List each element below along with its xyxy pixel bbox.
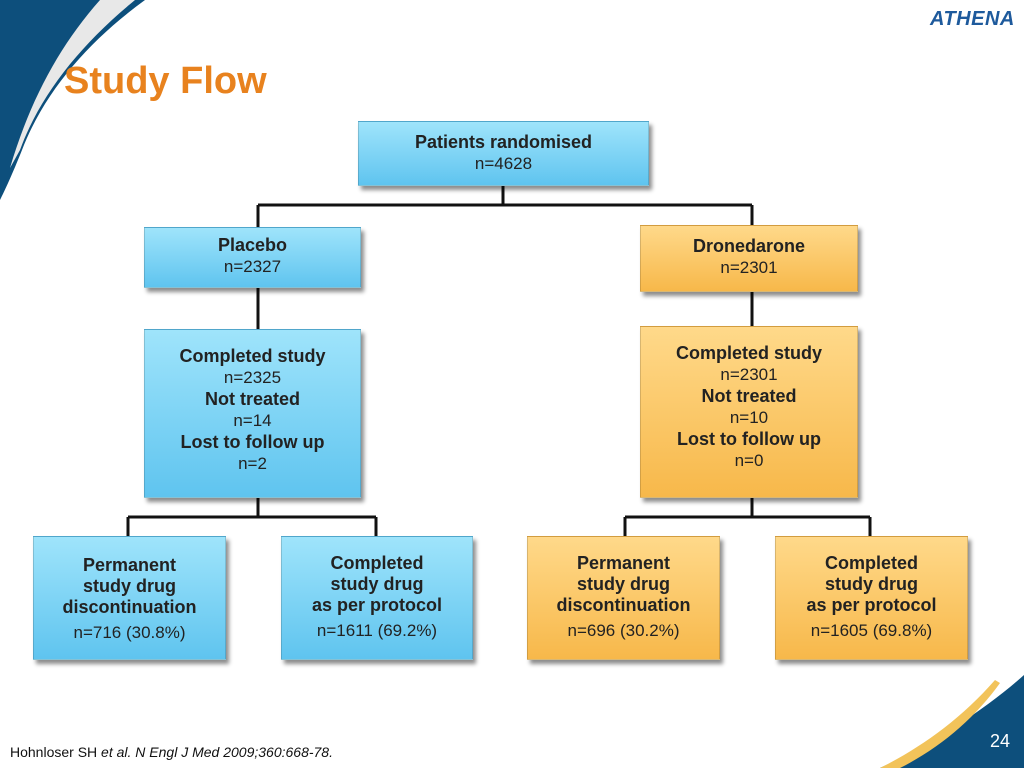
placebo-lost-label: Lost to follow up	[180, 432, 325, 452]
slide-title: Study Flow	[64, 60, 267, 102]
bottom-right-swoosh	[880, 675, 1024, 768]
placebo-arm-count: n=2327	[223, 257, 282, 276]
placebo-not-treated-label: Not treated	[204, 389, 300, 409]
dronedarone-discontinuation-line2: study drug	[577, 574, 670, 594]
dronedarone-not-treated-label: Not treated	[701, 386, 797, 406]
placebo-lost-count: n=2	[238, 454, 267, 473]
page-number: 24	[990, 731, 1011, 751]
athena-logo: ATHENA	[930, 8, 1015, 30]
placebo-arm-label: Placebo	[217, 235, 288, 255]
placebo-completed-study-count: n=2325	[223, 368, 282, 387]
dronedarone-discontinuation-count: n=696 (30.2%)	[567, 621, 680, 640]
dronedarone-completed-drug-count: n=1605 (69.8%)	[810, 621, 933, 640]
dronedarone-completed-drug-line2: study drug	[825, 574, 918, 594]
placebo-status-box: Completed study n=2325 Not treated n=14 …	[144, 329, 361, 498]
placebo-discontinuation-count: n=716 (30.8%)	[73, 623, 186, 642]
dronedarone-not-treated-count: n=10	[729, 408, 769, 427]
patients-randomised-label: Patients randomised	[414, 132, 593, 152]
placebo-completed-study-label: Completed study	[179, 346, 326, 366]
dronedarone-completed-study-label: Completed study	[675, 343, 822, 363]
patients-randomised-box: Patients randomised n=4628	[358, 121, 649, 186]
placebo-completed-drug-line1: Completed	[330, 553, 424, 573]
dronedarone-lost-label: Lost to follow up	[677, 429, 821, 449]
citation-reference: et al. N Engl J Med 2009;360:668-78.	[101, 744, 333, 760]
dronedarone-discontinuation-box: Permanent study drug discontinuation n=6…	[527, 536, 720, 660]
placebo-discontinuation-box: Permanent study drug discontinuation n=7…	[33, 536, 226, 660]
dronedarone-completed-drug-box: Completed study drug as per protocol n=1…	[775, 536, 968, 660]
placebo-discontinuation-line1: Permanent	[82, 555, 177, 575]
citation: Hohnloser SH et al. N Engl J Med 2009;36…	[10, 744, 333, 760]
placebo-completed-drug-line3: as per protocol	[311, 595, 443, 615]
dronedarone-discontinuation-line3: discontinuation	[556, 595, 691, 615]
placebo-completed-drug-box: Completed study drug as per protocol n=1…	[281, 536, 473, 660]
citation-authors: Hohnloser SH	[10, 744, 98, 760]
dronedarone-completed-study-count: n=2301	[720, 365, 778, 384]
patients-randomised-count: n=4628	[474, 154, 533, 173]
dronedarone-arm-label: Dronedarone	[692, 236, 806, 256]
dronedarone-status-box: Completed study n=2301 Not treated n=10 …	[640, 326, 858, 498]
bottom-right-swoosh-highlight	[880, 680, 1000, 768]
dronedarone-lost-count: n=0	[734, 451, 764, 470]
top-left-swoosh	[0, 0, 145, 200]
dronedarone-completed-drug-line3: as per protocol	[806, 595, 937, 615]
dronedarone-discontinuation-line1: Permanent	[576, 553, 671, 573]
placebo-completed-drug-count: n=1611 (69.2%)	[316, 621, 438, 640]
placebo-completed-drug-line2: study drug	[330, 574, 424, 594]
placebo-discontinuation-line3: discontinuation	[62, 597, 197, 617]
placebo-discontinuation-line2: study drug	[83, 576, 176, 596]
dronedarone-completed-drug-line1: Completed	[824, 553, 918, 573]
placebo-not-treated-count: n=14	[233, 411, 272, 430]
dronedarone-arm-count: n=2301	[720, 258, 778, 277]
placebo-arm-box: Placebo n=2327	[144, 227, 361, 288]
dronedarone-arm-box: Dronedarone n=2301	[640, 225, 858, 292]
